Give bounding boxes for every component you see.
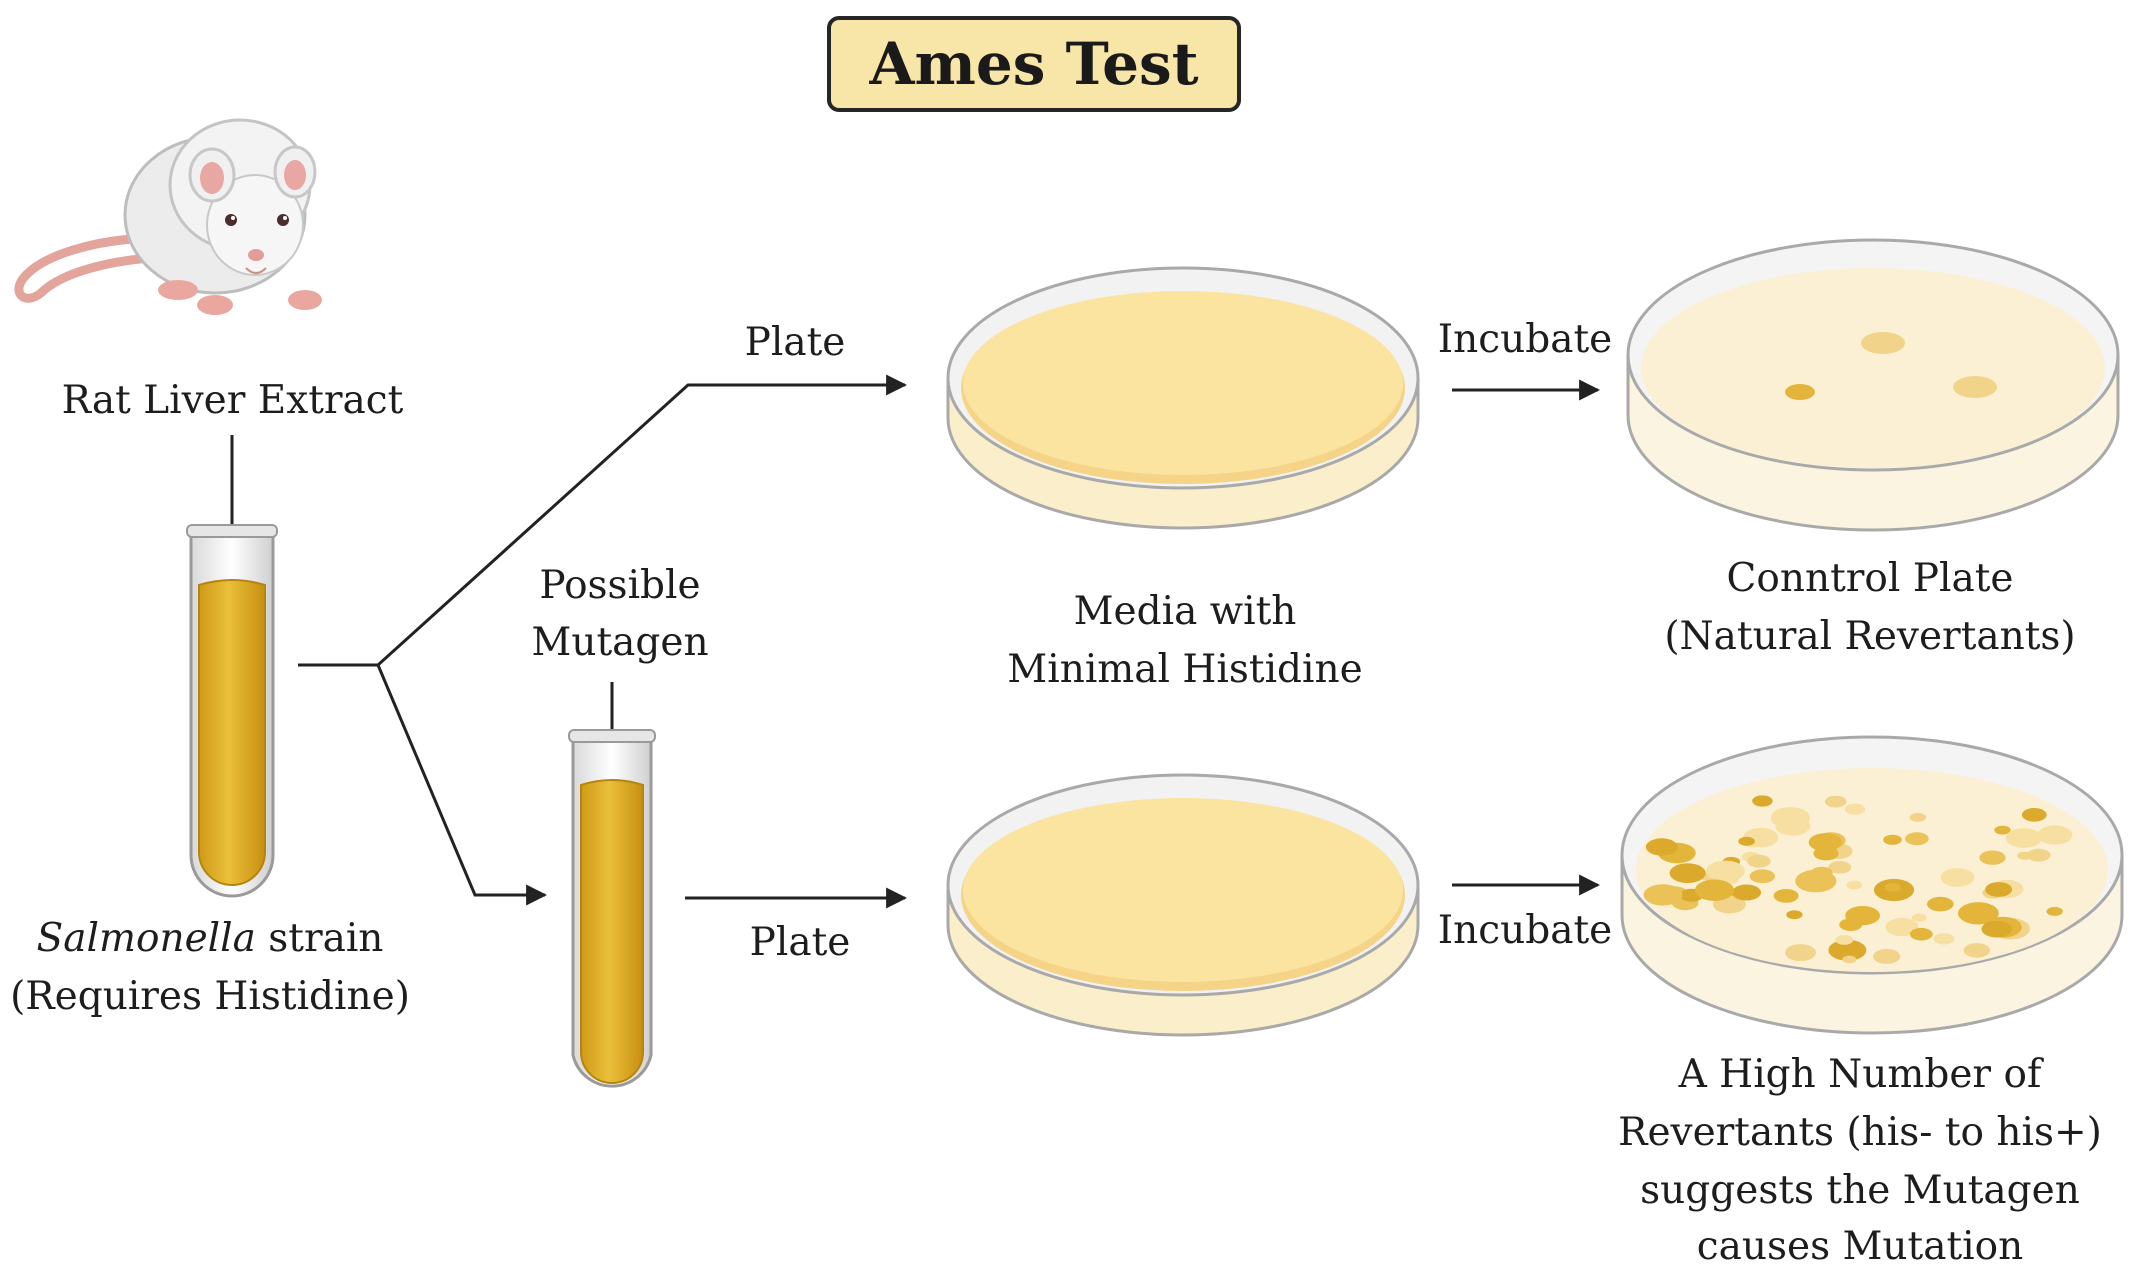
colony xyxy=(1884,882,1901,892)
colony xyxy=(1828,861,1852,874)
colony xyxy=(1911,913,1927,922)
colony xyxy=(1738,836,1755,846)
colony xyxy=(1883,834,1902,845)
colony xyxy=(1786,910,1803,920)
test-tube-icon xyxy=(186,524,278,898)
strain-word: strain xyxy=(255,916,384,961)
result-line1-label: A High Number of xyxy=(1678,1052,2042,1097)
colony xyxy=(1985,882,2013,897)
colony xyxy=(2037,825,2073,845)
colony xyxy=(1731,884,1762,901)
colony xyxy=(1873,948,1901,964)
salmonella-strain-label: Salmonella strain xyxy=(0,910,420,968)
mutagen-label: Mutagen xyxy=(531,620,709,665)
colony xyxy=(1909,927,1933,941)
colony xyxy=(1905,832,1929,846)
page-title: Ames Test xyxy=(869,30,1199,98)
colony xyxy=(1909,812,1927,822)
colony xyxy=(2027,848,2051,862)
colony xyxy=(1835,935,1854,945)
media-line2-label: Minimal Histidine xyxy=(1007,647,1363,692)
colony xyxy=(1752,795,1773,807)
colony xyxy=(1694,879,1735,901)
colony xyxy=(1844,803,1866,815)
colony xyxy=(1775,816,1811,836)
colony xyxy=(1885,918,1919,937)
media-line1-label: Media with xyxy=(1073,589,1297,634)
title-box: Ames Test xyxy=(827,16,1241,112)
colony xyxy=(1773,889,1799,903)
colony xyxy=(1747,854,1771,868)
plate-bottom-label: Plate xyxy=(749,920,851,965)
petri-dish-icon xyxy=(946,773,1420,1037)
salmonella-name: Salmonella xyxy=(36,916,256,961)
incubate-top-label: Incubate xyxy=(1437,317,1613,362)
colony xyxy=(1785,944,1816,962)
colony xyxy=(1933,933,1955,945)
colony xyxy=(1706,860,1745,882)
colony xyxy=(1842,955,1857,964)
arrow-icon xyxy=(376,374,908,667)
colony xyxy=(1981,920,2012,938)
rat-liver-extract-label: Rat Liver Extract xyxy=(61,378,404,423)
result-line2-label: Revertants (his- to his+) xyxy=(1618,1110,2102,1155)
plate-top-label: Plate xyxy=(744,320,846,365)
colony xyxy=(1927,896,1954,912)
colony xyxy=(1963,943,1991,958)
colony xyxy=(1808,833,1842,852)
natural-revertants-label: (Natural Revertants) xyxy=(1664,614,2076,659)
colony xyxy=(2005,828,2042,848)
test-tube-icon xyxy=(568,729,656,1088)
colony xyxy=(1940,868,1975,887)
petri-dish-icon xyxy=(1626,238,2120,532)
incubate-bottom-label: Incubate xyxy=(1437,908,1613,953)
colony xyxy=(1643,884,1683,906)
colonies xyxy=(1643,795,2073,964)
colony xyxy=(1669,863,1706,883)
petri-dish-icon xyxy=(1620,735,2124,1035)
requires-histidine-label: (Requires Histidine) xyxy=(10,974,410,1019)
control-plate-label: Conntrol Plate xyxy=(1726,556,2014,601)
result-line4-label: causes Mutation xyxy=(1696,1224,2024,1269)
rat-icon xyxy=(14,118,322,315)
colony xyxy=(1645,838,1678,856)
colony xyxy=(2021,808,2047,822)
colony xyxy=(1824,795,1847,808)
colony xyxy=(2046,906,2063,916)
colony xyxy=(1979,850,2006,865)
colony xyxy=(1795,869,1837,893)
colony xyxy=(1994,825,2011,835)
colony xyxy=(1828,939,1867,961)
petri-dish-icon xyxy=(946,266,1420,530)
colony xyxy=(1839,918,1863,931)
arrow-icon xyxy=(376,664,548,906)
possible-label: Possible xyxy=(539,563,701,608)
colony xyxy=(1749,869,1775,884)
colony xyxy=(1958,902,1999,925)
result-line3-label: suggests the Mutagen xyxy=(1640,1168,2080,1213)
colony xyxy=(1846,880,1863,890)
